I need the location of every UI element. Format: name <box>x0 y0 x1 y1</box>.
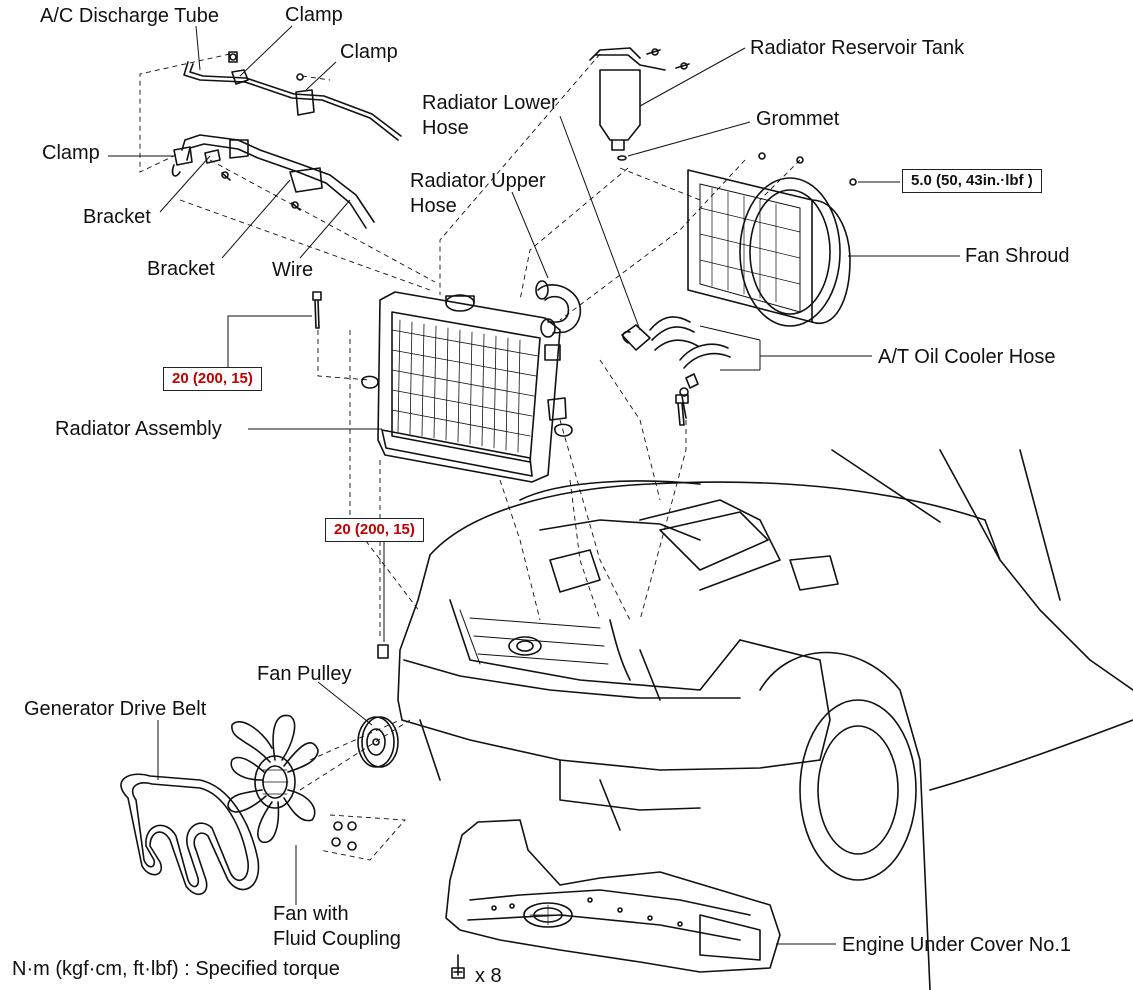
label-radiator-assembly: Radiator Assembly <box>55 418 222 440</box>
engine-under-cover-drawing <box>445 819 781 979</box>
label-radiator-lower-hose-line2: Hose <box>422 117 469 139</box>
label-ac-discharge-tube: A/C Discharge Tube <box>40 5 219 27</box>
label-at-oil-cooler-hose: A/T Oil Cooler Hose <box>878 346 1056 368</box>
reservoir-tank-drawing <box>589 47 690 161</box>
torque-spec-shroud-bolt: 5.0 (50, 43in.·lbf ) <box>902 169 1042 193</box>
label-bracket-2: Bracket <box>147 258 215 280</box>
label-radiator-upper-hose-line1: Radiator Upper <box>410 170 546 192</box>
generator-drive-belt-drawing <box>120 773 260 896</box>
fan-pulley-drawing <box>357 716 399 768</box>
label-fan-pulley: Fan Pulley <box>257 663 352 685</box>
alignment-dashed-lines <box>139 53 801 861</box>
label-fan-with-fluid-coupling-line2: Fluid Coupling <box>273 928 401 950</box>
label-clamp-left: Clamp <box>42 142 100 164</box>
vehicle-front-drawing <box>397 449 1133 990</box>
lower-hose-and-cooler-hoses-drawing <box>621 316 731 419</box>
torque-spec-radiator-upper-bolt: 20 (200, 15) <box>163 367 262 391</box>
label-generator-drive-belt: Generator Drive Belt <box>24 698 207 720</box>
label-clamp-mid: Clamp <box>340 41 398 63</box>
torque-spec-radiator-lower-nut: 20 (200, 15) <box>325 518 424 542</box>
label-fan-shroud: Fan Shroud <box>965 245 1070 267</box>
radiator-upper-hose-drawing <box>535 280 582 338</box>
label-bracket-1: Bracket <box>83 206 151 228</box>
wire-harness-drawing <box>171 134 375 229</box>
ac-discharge-tube-drawing <box>183 51 402 141</box>
label-bolt-count: x 8 <box>475 965 502 987</box>
label-wire: Wire <box>272 259 314 281</box>
label-engine-under-cover: Engine Under Cover No.1 <box>842 934 1072 956</box>
fan-shroud-drawing <box>687 152 857 327</box>
torque-legend: N·m (kgf·cm, ft·lbf) : Specified torque <box>12 958 340 980</box>
radiator-assembly-drawing <box>361 291 573 483</box>
label-grommet: Grommet <box>756 108 840 130</box>
label-radiator-upper-hose-line2: Hose <box>410 195 457 217</box>
leader-lines <box>108 25 960 945</box>
label-clamp-top: Clamp <box>285 4 343 26</box>
label-radiator-reservoir-tank: Radiator Reservoir Tank <box>750 37 965 59</box>
bolts-drawing <box>312 291 689 659</box>
label-radiator-lower-hose-line1: Radiator Lower <box>422 92 558 114</box>
label-fan-with-fluid-coupling-line1: Fan with <box>273 903 349 925</box>
fan-drawing <box>227 714 357 851</box>
